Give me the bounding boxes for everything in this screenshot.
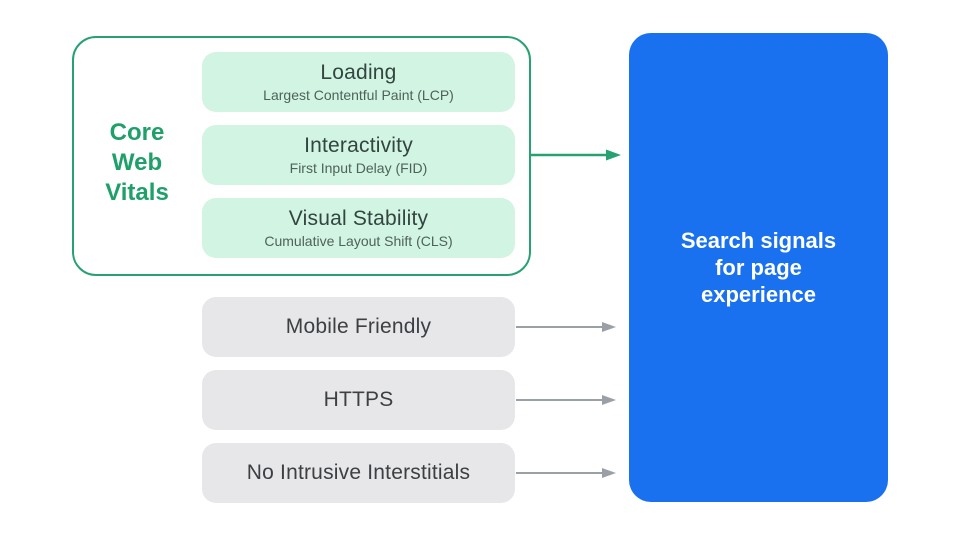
cwv-item-title: Loading: [320, 61, 397, 84]
gray-arrow-right-icon: [516, 395, 616, 405]
cwv-item-interactivity: Interactivity First Input Delay (FID): [202, 125, 515, 185]
cwv-item-visual-stability: Visual Stability Cumulative Layout Shift…: [202, 198, 515, 258]
core-web-vitals-label: Core Web Vitals: [105, 119, 169, 206]
cwv-item-loading: Loading Largest Contentful Paint (LCP): [202, 52, 515, 112]
cwv-item-subtitle: First Input Delay (FID): [289, 160, 428, 176]
gray-arrow-right-icon: [516, 322, 616, 332]
signal-label: Mobile Friendly: [285, 315, 432, 338]
signal-label: No Intrusive Interstitials: [246, 461, 471, 484]
search-signals-text-line: Search signals: [680, 228, 837, 253]
signal-label: HTTPS: [323, 388, 394, 411]
search-signals-text-line: experience: [701, 282, 816, 307]
cwv-item-subtitle: Cumulative Layout Shift (CLS): [264, 233, 453, 249]
signal-pill-no-intrusive-interstitials: No Intrusive Interstitials: [202, 443, 515, 503]
green-arrow-right-icon: [530, 149, 621, 161]
search-signals-text-line: for page: [715, 255, 802, 280]
cwv-item-subtitle: Largest Contentful Paint (LCP): [263, 87, 454, 103]
gray-arrow-right-icon: [516, 468, 616, 478]
search-signals-box: Search signals for page experience: [629, 33, 888, 502]
cwv-item-title: Interactivity: [304, 134, 413, 157]
signal-pill-mobile-friendly: Mobile Friendly: [202, 297, 515, 357]
signal-pill-https: HTTPS: [202, 370, 515, 430]
cwv-item-title: Visual Stability: [288, 207, 429, 230]
